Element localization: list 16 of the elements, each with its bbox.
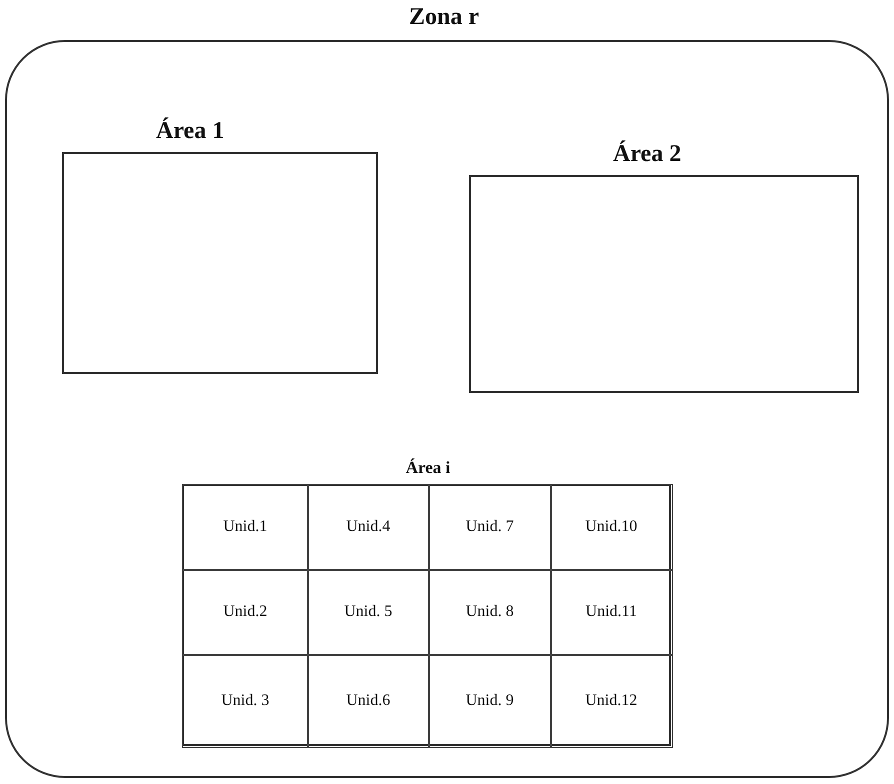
area-heading: Área 1: [156, 118, 224, 145]
unit-cell: Unid. 9: [428, 654, 552, 748]
unit-cell: Unid.10: [550, 484, 672, 570]
unit-cell: Unid. 5: [307, 569, 430, 656]
unit-cell: Unid. 7: [428, 484, 552, 570]
unit-cell: Unid. 3: [182, 654, 308, 748]
unit-cell: Unid.6: [307, 654, 430, 748]
unit-cell: Unid.2: [182, 569, 308, 656]
unit-cell: Unid.4: [307, 484, 430, 570]
unit-cell: Unid.11: [550, 569, 672, 656]
unit-cell: Unid.1: [182, 484, 308, 570]
unit-cell: Unid.12: [550, 654, 672, 748]
area-heading: Área 2: [613, 141, 682, 168]
area-heading: Zona r: [409, 4, 479, 31]
unit-cell: Unid. 8: [428, 569, 552, 656]
area-heading: Área i: [406, 458, 450, 478]
